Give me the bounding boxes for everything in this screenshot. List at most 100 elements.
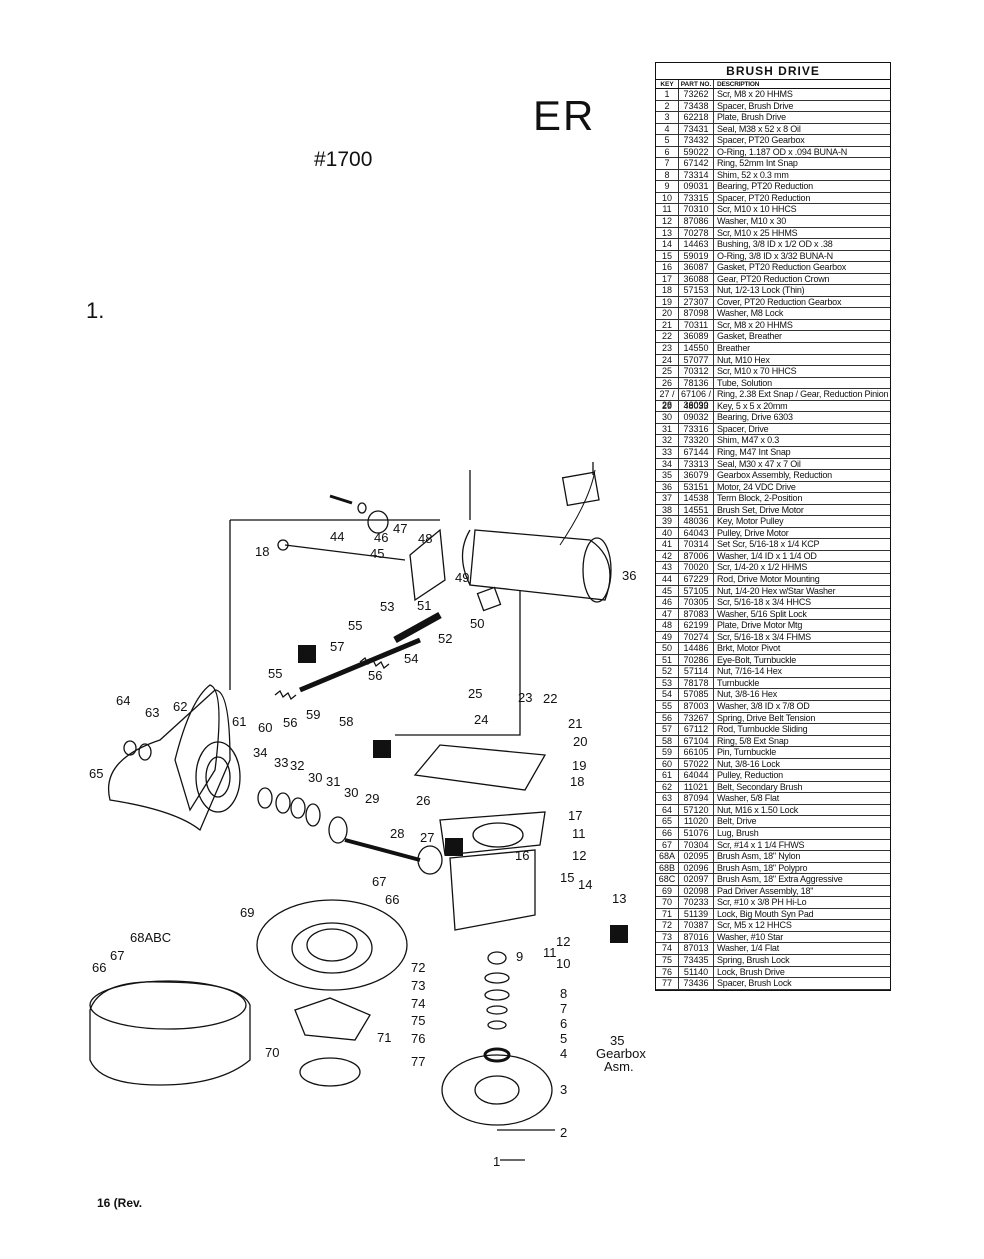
cell-part: 70310 xyxy=(679,204,714,216)
cell-desc: Set Scr, 5/16-18 x 1/4 KCP xyxy=(717,539,820,550)
cell-desc: Spacer, PT20 Reduction xyxy=(717,192,811,203)
callout: 14 xyxy=(578,877,592,892)
cell-desc: Nut, M16 x 1.50 Lock xyxy=(717,804,799,815)
cell-key: 65 xyxy=(656,816,679,827)
cell-desc: Seal, M38 x 52 x 8 Oil xyxy=(717,123,801,134)
cell-desc: Bearing, PT20 Reduction xyxy=(717,181,813,192)
callout: 59 xyxy=(306,707,320,722)
callout: 66 xyxy=(385,892,399,907)
cell-part: 73314 xyxy=(679,169,714,181)
cell-part: 53151 xyxy=(679,481,714,493)
cell-part: 73267 xyxy=(679,712,714,724)
legend-box-S: S xyxy=(610,925,628,943)
callout: 46 xyxy=(374,530,388,545)
pad-lock-disc-shape xyxy=(299,1057,361,1087)
cell-part: 57085 xyxy=(679,689,714,700)
cell-desc: Rod, Drive Motor Mounting xyxy=(717,573,820,584)
cell-key: 74 xyxy=(656,943,679,955)
cell-desc: Gear, PT20 Reduction Crown xyxy=(717,273,830,284)
callout: 73 xyxy=(411,978,425,993)
callout: 76 xyxy=(411,1031,425,1046)
cell-key: 1 xyxy=(656,89,679,100)
gearbox-body-shape xyxy=(449,849,536,931)
callout: 19 xyxy=(572,758,586,773)
cell-desc: Motor, 24 VDC Drive xyxy=(717,481,796,492)
cell-part: 59019 xyxy=(679,250,714,262)
cell-key: 73 xyxy=(656,931,679,943)
cell-key: 6 xyxy=(656,146,679,158)
cell-desc: Scr, M10 x 10 HHCS xyxy=(717,204,797,215)
cell-key: 43 xyxy=(656,562,679,573)
cell-part: 73438 xyxy=(679,100,714,112)
cell-key: 63 xyxy=(656,793,679,804)
cell-desc: Key, 5 x 5 x 20mm xyxy=(717,400,788,411)
cell-desc: Belt, Secondary Brush xyxy=(717,781,803,792)
callout: 27 xyxy=(420,830,434,845)
cell-desc: Spacer, Drive xyxy=(717,423,769,434)
callout: 67 xyxy=(372,874,386,889)
callout: 32 xyxy=(290,758,304,773)
cell-part: 51139 xyxy=(679,908,714,920)
cell-part: 70020 xyxy=(679,562,714,573)
pinion-shaft-shape xyxy=(344,838,421,862)
callout: 48 xyxy=(418,531,432,546)
callout: 56 xyxy=(283,715,297,730)
legend-letter: G xyxy=(377,742,387,757)
secondary-belt-shape xyxy=(174,684,220,812)
cell-key: 37 xyxy=(656,493,679,504)
bolt-shape xyxy=(329,494,353,505)
cell-key: 26 xyxy=(656,377,679,389)
cell-part: 09031 xyxy=(679,181,714,192)
cell-desc: Seal, M30 x 47 x 7 Oil xyxy=(717,458,801,469)
callout: 29 xyxy=(365,791,379,806)
callout: 66 xyxy=(92,960,106,975)
cell-part: 64043 xyxy=(679,527,714,539)
cell-part: 70387 xyxy=(679,920,714,931)
gearbox-label-number: 35 xyxy=(610,1033,624,1048)
cell-desc: Pulley, Reduction xyxy=(717,770,783,781)
cell-key: 33 xyxy=(656,446,679,458)
nut-shape xyxy=(277,539,289,551)
drive-belt-shape xyxy=(108,689,231,832)
table-title: BRUSH DRIVE xyxy=(656,63,890,80)
callout-numbers: 1 2 3 4 5 6 7 8 9 10 11 11 12 12 13 14 1… xyxy=(89,521,636,1169)
cell-desc: Washer, 1/4 ID x 1 1/4 OD xyxy=(717,550,817,561)
gearbox-label-line1: Gearbox xyxy=(596,1046,646,1061)
legend-letter: R xyxy=(449,840,459,855)
cover-bracket-shape xyxy=(413,744,547,791)
cell-part: 78178 xyxy=(679,677,714,689)
cell-part: 14551 xyxy=(679,504,714,516)
cell-desc: Brkt, Motor Pivot xyxy=(717,643,781,654)
callout: 57 xyxy=(330,639,344,654)
cell-desc: Washer, 1/4 Flat xyxy=(717,943,779,954)
cell-desc: Ring, 5/8 Ext Snap xyxy=(717,735,789,746)
cell-desc: Gasket, PT20 Reduction Gearbox xyxy=(717,262,847,273)
cell-desc: Nut, 1/4-20 Hex w/Star Washer xyxy=(717,585,836,596)
cell-desc: O-Ring, 1.187 OD x .094 BUNA-N xyxy=(717,146,848,157)
cell-part: 73320 xyxy=(679,435,714,446)
